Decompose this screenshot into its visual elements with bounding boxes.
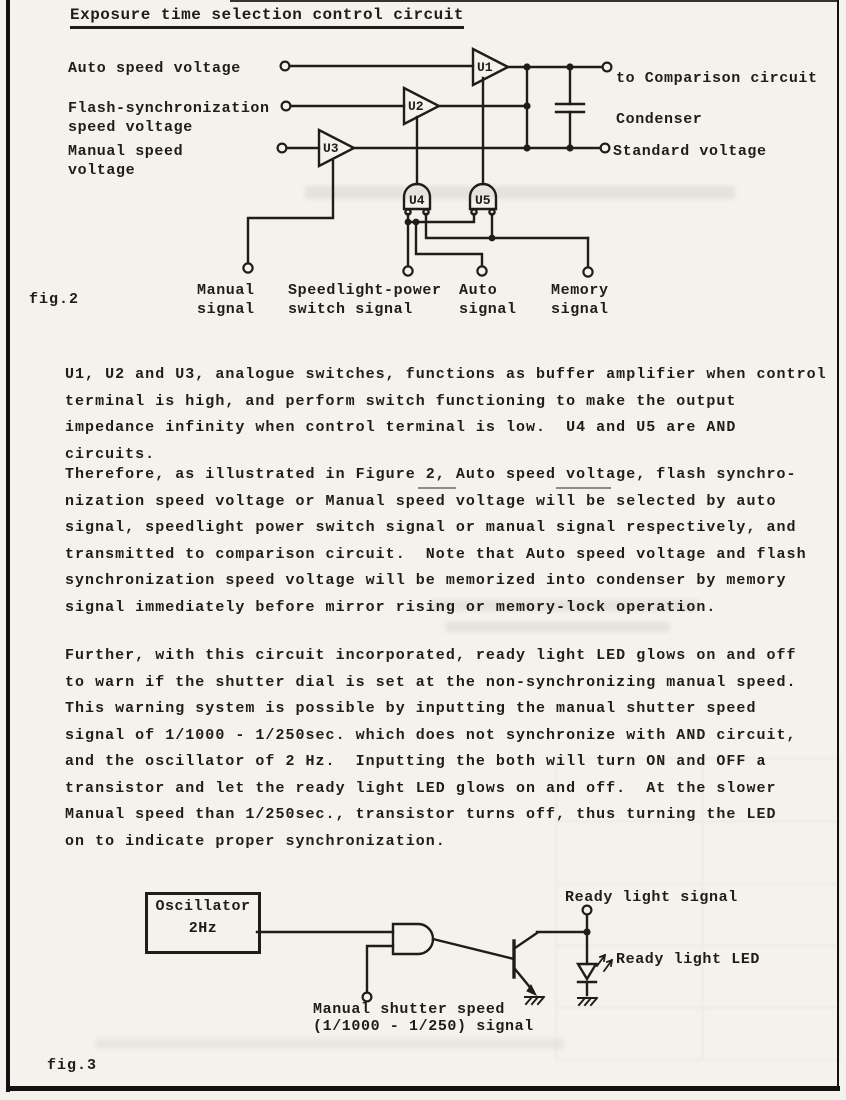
bleed-through-artifact bbox=[305, 186, 735, 199]
fig2-output-bus bbox=[352, 65, 605, 150]
and-gate-u5 bbox=[468, 182, 498, 211]
label-speedlight-signal: Speedlight-power switch signal bbox=[288, 282, 442, 318]
analogue-switch-u2 bbox=[402, 86, 442, 126]
label-memory-signal: Memory signal bbox=[551, 282, 609, 318]
page-border-right bbox=[837, 0, 839, 1091]
paragraph-2: Therefore, as illustrated in Figure 2, A… bbox=[65, 466, 807, 616]
label-auto-signal: Auto signal bbox=[459, 282, 517, 318]
oscillator-frequency: 2Hz bbox=[188, 920, 218, 937]
bleed-through-table-artifact bbox=[556, 758, 840, 1060]
u5-designator: U5 bbox=[475, 193, 491, 208]
led-emission-arrows bbox=[595, 953, 614, 973]
label-ready-light-signal: Ready light signal bbox=[565, 889, 738, 906]
oscillator-label: Oscillator bbox=[155, 898, 251, 915]
fig2-signal-wiring bbox=[406, 212, 590, 270]
fig3-caption: fig.3 bbox=[47, 1057, 98, 1074]
label-flash-sync-voltage: Flash-synchronization speed voltage bbox=[68, 100, 270, 136]
label-condenser: Condenser bbox=[616, 111, 703, 128]
condenser-symbol bbox=[554, 65, 586, 150]
fig2-caption: fig.2 bbox=[29, 291, 80, 308]
terminals-fig3 bbox=[361, 904, 593, 1003]
scan-mark bbox=[556, 487, 611, 489]
transistor-symbol bbox=[512, 930, 587, 997]
label-ready-light-led: Ready light LED bbox=[616, 951, 761, 968]
page-border-bottom bbox=[6, 1086, 840, 1091]
analogue-switch-u3 bbox=[317, 128, 357, 168]
paragraph-1: U1, U2 and U3, analogue switches, functi… bbox=[65, 366, 827, 463]
fig2-input-lines bbox=[284, 64, 475, 150]
junction-dot bbox=[583, 928, 591, 936]
label-auto-speed-voltage: Auto speed voltage bbox=[68, 60, 241, 77]
page-title: Exposure time selection control circuit bbox=[70, 6, 464, 29]
u3-designator: U3 bbox=[323, 141, 339, 156]
u2-designator: U2 bbox=[408, 99, 424, 114]
analogue-switch-u1 bbox=[471, 47, 511, 87]
label-standard-voltage: Standard voltage bbox=[613, 143, 767, 160]
page-border-left bbox=[6, 0, 10, 1092]
ground-symbol bbox=[577, 996, 599, 1007]
scan-mark bbox=[418, 487, 456, 489]
label-to-comparison-circuit: to Comparison circuit bbox=[616, 70, 818, 87]
u4-designator: U4 bbox=[409, 193, 425, 208]
label-manual-shutter-speed: Manual shutter speed (1/1000 - 1/250) si… bbox=[313, 1001, 534, 1035]
u1-designator: U1 bbox=[477, 60, 493, 75]
terminals bbox=[242, 60, 613, 278]
fig3-wiring bbox=[255, 930, 516, 995]
bleed-through-artifact bbox=[95, 1038, 565, 1049]
page-border-top bbox=[230, 0, 839, 2]
label-manual-speed-voltage: Manual speed voltage bbox=[68, 143, 184, 179]
paragraph-3: Further, with this circuit incorporated,… bbox=[65, 647, 797, 850]
and-gate-u4 bbox=[402, 182, 432, 211]
led-symbol bbox=[575, 962, 599, 997]
bleed-through-artifact bbox=[445, 622, 670, 632]
ground-symbol bbox=[524, 995, 546, 1006]
control-lines bbox=[246, 76, 485, 265]
label-manual-signal: Manual signal bbox=[197, 282, 255, 318]
and-gate-fig3 bbox=[391, 922, 435, 956]
junction-dots bbox=[404, 63, 574, 242]
bleed-through-artifact bbox=[430, 600, 700, 611]
oscillator-box: Oscillator 2Hz bbox=[145, 892, 261, 954]
